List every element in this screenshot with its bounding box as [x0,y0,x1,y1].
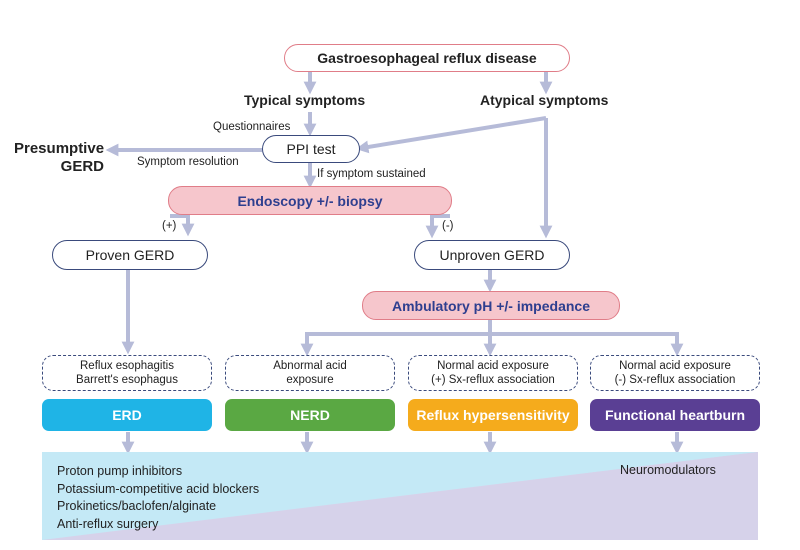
label-symptom-sustained: If symptom sustained [317,168,426,180]
therapy-item: Potassium-competitive acid blockers [57,481,260,496]
arrow-atypical-ppi [355,116,547,154]
category-nerd-label: NERD [290,407,330,423]
label-questionnaires: Questionnaires [213,121,291,133]
node-ppi-test-label: PPI test [286,141,336,157]
therapy-item: Prokinetics/baclofen/alginate [57,499,217,513]
node-ppi-test: PPI test [262,135,360,163]
category-functional-heartburn-label: Functional heartburn [605,407,745,423]
node-gerd-label: Gastroesophageal reflux disease [317,50,537,66]
node-ambulatory-label: Ambulatory pH +/- impedance [392,297,590,314]
therapy-lavender-wedge [42,452,758,540]
label-negative: (-) [442,220,454,232]
category-erd-label: ERD [112,407,142,423]
arrow-endoscopy-proven [170,214,195,237]
label-presumptive: Presumptive GERD [14,140,105,175]
therapy-item: Anti-reflux surgery [57,516,159,531]
node-endoscopy-label: Endoscopy +/- biopsy [237,192,383,209]
label-symptom-resolution: Symptom resolution [137,156,239,168]
finding-normal-acid-positive: Normal acid exposure (+) Sx-reflux assoc… [408,355,578,391]
node-endoscopy: Endoscopy +/- biopsy [168,186,452,215]
node-proven-gerd: Proven GERD [52,240,208,270]
finding-abnormal-acid: Abnormal acid exposure [225,355,395,391]
label-typical: Typical symptoms [244,92,366,108]
therapy-neuromodulators: Neuromodulators [620,463,716,477]
arrow-endoscopy-unproven [425,214,450,239]
node-ambulatory: Ambulatory pH +/- impedance [362,291,620,320]
finding-normal-acid-negative: Normal acid exposure (-) Sx-reflux assoc… [590,355,760,391]
category-reflux-hypersensitivity-label: Reflux hypersensitivity [416,407,570,423]
label-positive: (+) [162,220,177,232]
therapy-list: Proton pump inhibitors Potassium-competi… [57,463,259,533]
label-atypical: Atypical symptoms [480,92,609,108]
category-nerd: NERD [225,399,395,431]
finding-reflux-esophagitis: Reflux esophagitis Barrett's esophagus [42,355,212,391]
node-unproven-gerd-label: Unproven GERD [439,247,545,263]
node-proven-gerd-label: Proven GERD [85,247,175,263]
category-reflux-hypersensitivity: Reflux hypersensitivity [408,399,578,431]
category-functional-heartburn: Functional heartburn [590,399,760,431]
category-erd: ERD [42,399,212,431]
node-gerd: Gastroesophageal reflux disease [284,44,570,72]
therapy-item: Proton pump inhibitors [57,464,183,478]
node-unproven-gerd: Unproven GERD [414,240,570,270]
